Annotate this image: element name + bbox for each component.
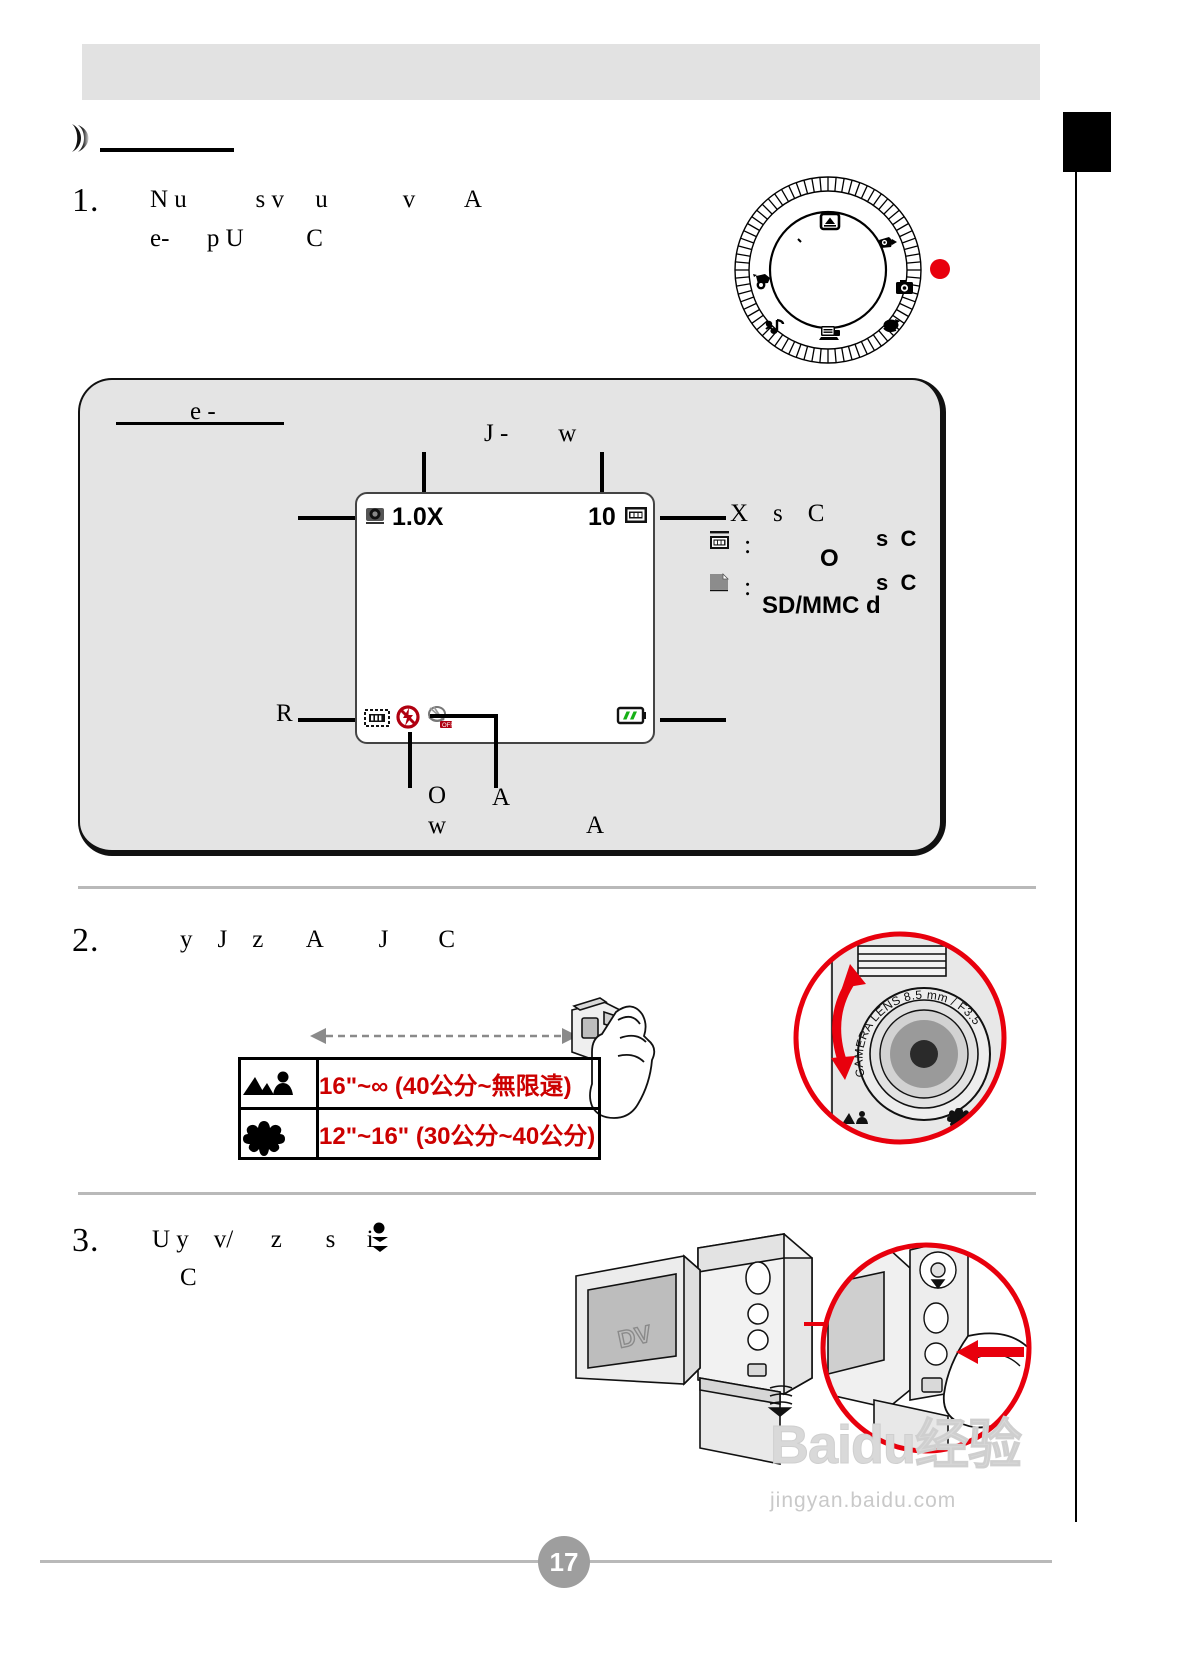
camera-detail-callout <box>818 1240 1034 1456</box>
lcd-right-line-3: O <box>820 545 839 572</box>
lcd-right-line-4-colon: : <box>744 572 752 601</box>
leader-bottom-left <box>408 732 412 788</box>
distance-dimension-arrow <box>310 1025 580 1047</box>
sd-card-icon <box>364 708 390 728</box>
distance-value-normal: 16"~∞ (40公分~無限遠) <box>316 1057 601 1110</box>
dial-icon-playback <box>819 212 841 231</box>
page-edge-rule <box>1075 172 1077 1522</box>
lcd-bottom-label-2: w <box>428 812 447 839</box>
lcd-zoom-value: 1.0X <box>392 503 444 531</box>
step-3-line-2: C <box>180 1264 197 1291</box>
section-divider-1 <box>78 886 1036 889</box>
page-number: 17 <box>538 1536 590 1588</box>
shutter-button-icon <box>368 1222 394 1256</box>
table-row: 12"~16" (30公分~40公分) <box>238 1107 601 1160</box>
lcd-right-line-2-colon: : <box>744 530 752 559</box>
section-marker-icon <box>70 122 98 154</box>
leader-left <box>298 516 364 520</box>
step-2-line-1: y J z A J C <box>180 926 456 953</box>
leader-top-right <box>600 452 604 500</box>
lcd-bottom-label-4: A <box>586 812 605 839</box>
distance-table: 16"~∞ (40公分~無限遠) 12"~16" (30公分~40公分) <box>238 1057 601 1160</box>
lcd-right-line-1: X s C <box>730 500 825 527</box>
lcd-right-line-2-tail: s C <box>876 526 917 551</box>
svg-text:OFF: OFF <box>442 723 454 729</box>
step-1-line-1: N u s v u v A <box>150 186 482 213</box>
section-divider-2 <box>78 1192 1036 1195</box>
section-underline <box>100 148 234 152</box>
macro-flower-icon <box>238 1107 319 1160</box>
dial-icon-video <box>879 237 897 248</box>
leader-left-bottom <box>298 718 362 722</box>
leader-right-bottom <box>660 718 726 722</box>
dial-icon-mp3 <box>765 318 785 334</box>
hand-holding-camera-illustration <box>560 990 720 1160</box>
lcd-top-left-label: e - <box>190 398 216 425</box>
dial-icon-pc-cam <box>819 326 840 340</box>
mode-dial-indicator-dot <box>930 259 950 279</box>
step-3-line-1: U y v/ z s i <box>152 1226 374 1253</box>
watermark-sub: jingyan.baidu.com <box>770 1489 957 1512</box>
header-band <box>82 44 1040 100</box>
leader-bottom-mid-v <box>494 714 498 788</box>
battery-full-icon <box>616 706 647 726</box>
leader-top-left <box>422 452 426 500</box>
lcd-bottom-label-3: A <box>492 784 511 811</box>
step-3-number: 3. <box>72 1222 100 1259</box>
mode-dial[interactable] <box>728 176 928 364</box>
flash-off-icon <box>396 704 420 730</box>
step-1-line-2: e- p U C <box>150 225 323 252</box>
step-1-number: 1. <box>72 182 100 219</box>
landscape-portrait-icon <box>238 1057 319 1110</box>
lcd-bottom-label-1: O <box>428 782 447 809</box>
landscape-portrait-switch-icon <box>842 1111 868 1124</box>
lcd-top-left-underline <box>116 422 284 425</box>
leader-right-top <box>660 516 726 520</box>
step-2-number: 2. <box>72 922 100 959</box>
zoom-lens-icon <box>364 504 386 526</box>
leader-bottom-mid-h <box>430 714 496 718</box>
memory-card-icon <box>708 530 732 552</box>
lcd-right-line-5: SD/MMC d <box>762 592 881 619</box>
lcd-right-line-4-tail: s C <box>876 570 917 595</box>
page-edge-tab <box>1063 112 1111 172</box>
dial-icon-voice <box>883 319 900 333</box>
table-row: 16"~∞ (40公分~無限遠) <box>238 1057 601 1110</box>
lcd-top-center-label: J - w <box>484 420 577 447</box>
lcd-shots-remaining: 10 <box>588 503 616 531</box>
lcd-left-label: R <box>276 700 293 727</box>
dial-icon-setup <box>753 274 770 290</box>
camera-illustration: DV <box>548 1228 834 1478</box>
dial-icon-photo <box>896 280 913 294</box>
lcd-screen <box>355 492 655 744</box>
storage-card-icon <box>624 504 648 526</box>
file-icon <box>708 572 732 594</box>
lens-callout: CAMERA LENS 8.5 mm / F3.5 <box>790 928 1010 1148</box>
distance-value-macro: 12"~16" (30公分~40公分) <box>316 1107 601 1160</box>
